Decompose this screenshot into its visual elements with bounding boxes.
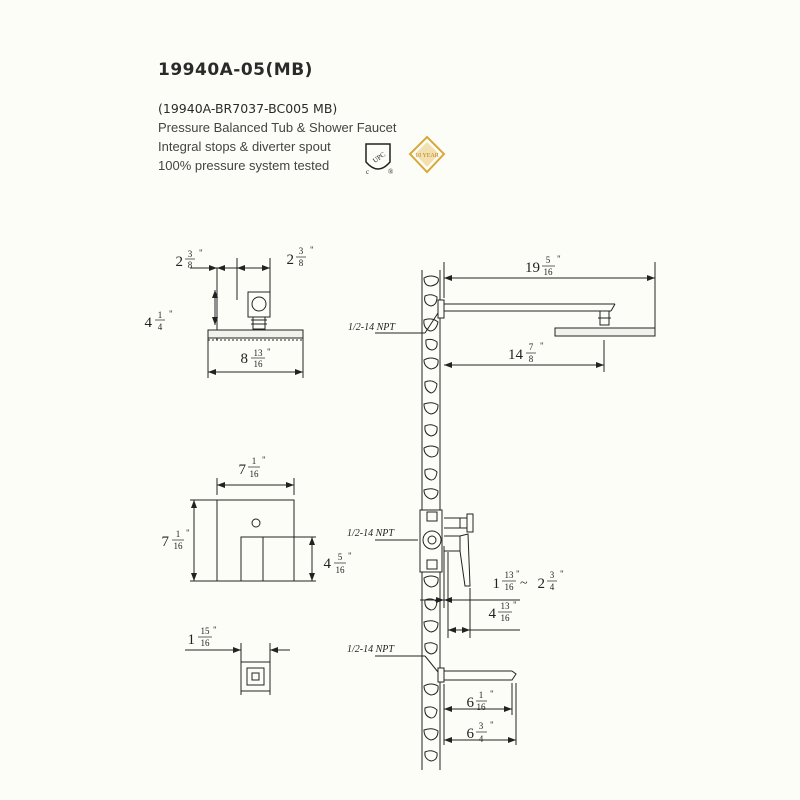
svg-text:4: 4	[489, 606, 497, 622]
svg-text:16: 16	[505, 582, 515, 592]
svg-text:": "	[262, 455, 266, 465]
svg-text:1: 1	[176, 529, 181, 539]
svg-text:~: ~	[520, 576, 528, 591]
description-line-3: 100% pressure system tested	[158, 158, 330, 173]
svg-text:14: 14	[508, 347, 524, 363]
warranty-badge-icon: 10 YEAR	[408, 135, 446, 174]
svg-text:7: 7	[162, 534, 170, 550]
svg-text:3: 3	[188, 249, 193, 259]
svg-text:4: 4	[145, 315, 153, 331]
svg-text:7: 7	[529, 342, 534, 352]
dim-arm-length: 19 5 16 "	[525, 254, 561, 277]
svg-text:1: 1	[158, 310, 163, 320]
npt-label-spout: 1/2-14 NPT	[347, 644, 395, 655]
shower-arm-side-view	[375, 262, 656, 372]
svg-text:": "	[560, 569, 564, 579]
cert-us: ®	[388, 168, 394, 176]
svg-text:16: 16	[544, 267, 554, 277]
svg-text:": "	[213, 625, 217, 635]
dim-head-height: 4 1 4 "	[145, 309, 174, 332]
description-line-2: Integral stops & diverter spout	[158, 139, 331, 154]
cert-letters: UPC	[371, 150, 387, 165]
svg-text:8: 8	[241, 351, 249, 367]
svg-text:13: 13	[254, 348, 264, 358]
svg-text:1: 1	[252, 456, 257, 466]
svg-text:6: 6	[467, 726, 475, 742]
svg-text:13: 13	[505, 570, 515, 580]
svg-text:15: 15	[201, 626, 211, 636]
cert-c: c	[366, 168, 369, 176]
dim-spout-length: 6 3 4 "	[467, 720, 495, 744]
svg-text:5: 5	[546, 255, 551, 265]
svg-text:2: 2	[176, 254, 184, 270]
dim-handle-projection: 4 13 16 "	[489, 600, 518, 623]
shower-head-view	[190, 258, 304, 378]
svg-text:4: 4	[479, 734, 484, 744]
dim-head-diameter: 8 13 16 "	[241, 347, 272, 369]
svg-text:": "	[199, 248, 203, 258]
tub-spout-side-view	[375, 655, 517, 745]
svg-text:": "	[513, 600, 517, 610]
dim-spout-reach: 6 1 16 "	[467, 689, 495, 712]
dim-trim-height: 7 1 16 "	[162, 528, 191, 551]
model-number: 19940A-05(MB)	[158, 60, 313, 80]
svg-text:": "	[540, 341, 544, 351]
npt-label-valve: 1/2-14 NPT	[347, 528, 395, 539]
svg-text:": "	[267, 347, 271, 357]
dim-arm-reach: 14 7 8 "	[508, 341, 544, 364]
svg-text:16: 16	[201, 638, 211, 648]
cupc-certification-icon: UPC c ®	[365, 143, 394, 176]
svg-text:": "	[169, 309, 173, 319]
svg-text:5: 5	[338, 552, 343, 562]
svg-text:13: 13	[501, 601, 511, 611]
svg-text:3: 3	[550, 570, 555, 580]
svg-text:19: 19	[525, 260, 540, 276]
svg-text:3: 3	[479, 721, 484, 731]
svg-text:": "	[490, 689, 494, 699]
valve-trim-front-view	[190, 478, 316, 582]
svg-text:4: 4	[550, 582, 555, 592]
dim-head-width-left: 2 3 8 "	[176, 248, 204, 270]
svg-text:16: 16	[174, 541, 184, 551]
svg-text:4: 4	[324, 556, 332, 572]
svg-text:16: 16	[254, 359, 264, 369]
svg-text:8: 8	[188, 260, 193, 270]
svg-text:": "	[310, 245, 314, 255]
svg-text:8: 8	[529, 354, 534, 364]
svg-text:": "	[516, 569, 520, 579]
spout-front-view	[185, 643, 290, 695]
npt-label-shower-arm: 1/2-14 NPT	[348, 322, 396, 333]
svg-text:16: 16	[250, 469, 260, 479]
svg-text:16: 16	[501, 613, 511, 623]
valve-body-side-view	[375, 509, 520, 638]
dim-trim-width: 7 1 16 "	[239, 455, 267, 479]
svg-text:4: 4	[158, 322, 163, 332]
svg-text:2: 2	[538, 576, 546, 592]
svg-text:": "	[490, 720, 494, 730]
dim-wall-depth-range: 1 13 16 " ~ 2 3 4 "	[493, 569, 565, 592]
svg-text:7: 7	[239, 462, 247, 478]
svg-text:1: 1	[479, 690, 484, 700]
dim-handle-height: 4 5 16 "	[324, 551, 353, 575]
svg-text:": "	[186, 528, 190, 538]
svg-text:8: 8	[299, 258, 304, 268]
svg-text:": "	[557, 254, 561, 264]
dim-spout-escutcheon: 1 15 16 "	[188, 625, 218, 648]
svg-text:": "	[348, 551, 352, 561]
sub-model-number: (19940A-BR7037-BC005 MB)	[158, 101, 338, 116]
svg-text:1: 1	[188, 632, 196, 648]
svg-text:1: 1	[493, 576, 501, 592]
svg-text:6: 6	[467, 695, 475, 711]
description-line-1: Pressure Balanced Tub & Shower Faucet	[158, 120, 397, 135]
svg-text:2: 2	[287, 252, 295, 268]
svg-text:16: 16	[477, 702, 487, 712]
dim-head-width-right: 2 3 8 "	[287, 245, 315, 268]
svg-text:3: 3	[299, 246, 304, 256]
svg-text:16: 16	[336, 565, 346, 575]
warranty-text: 10 YEAR	[415, 153, 439, 159]
